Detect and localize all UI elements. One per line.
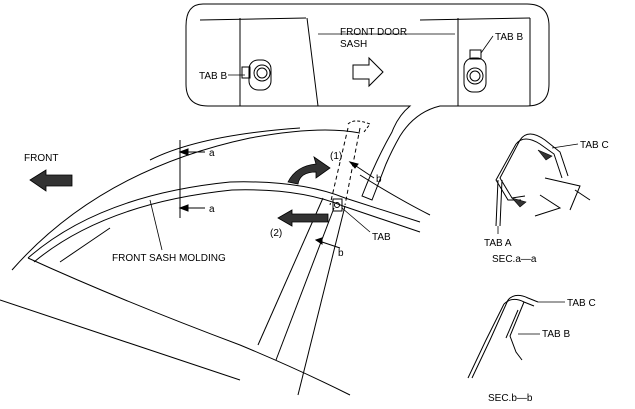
left-sash-edge-2	[306, 17, 319, 107]
body-line-lower	[0, 299, 241, 381]
section-b-markers	[314, 161, 375, 249]
section-a-a-drawing	[495, 133, 591, 227]
tab-clip-right	[463, 49, 487, 93]
section-b-bottom-label: b	[338, 248, 344, 259]
leader-tab	[341, 207, 371, 233]
step-1-label: (1)	[330, 151, 342, 162]
right-sash-top	[419, 17, 531, 21]
rear-window-line	[359, 174, 431, 216]
leader-tab-c-upper	[551, 143, 579, 149]
b-pillar-right	[297, 205, 346, 396]
tab-c-upper-label: TAB C	[580, 140, 609, 151]
front-sash-molding-inner	[33, 189, 421, 263]
b-pillar-left	[257, 197, 324, 346]
left-sash-top	[199, 17, 307, 21]
vehicle-body	[0, 120, 431, 396]
section-b-top-label: b	[376, 174, 382, 185]
sash-top-dashed	[347, 120, 371, 133]
leader-front-sash-molding	[149, 199, 163, 251]
curved-arrow-icon	[287, 156, 331, 185]
arrow-right-outline-icon	[352, 56, 384, 88]
sash-outline-dashed	[329, 127, 361, 206]
front-door-sash-label-line2: SASH	[340, 39, 367, 50]
tab-a-label: TAB A	[484, 238, 512, 249]
tab-clip-left	[241, 59, 272, 91]
arrow-left-filled-icon-2	[277, 209, 329, 227]
section-a-markers	[178, 140, 205, 218]
step-2-label: (2)	[270, 228, 282, 239]
mirror-line	[59, 227, 111, 263]
roof-line-top	[149, 127, 301, 161]
callout-frame	[185, 3, 550, 201]
front-sash-molding-outer	[27, 181, 421, 259]
section-b-b-label: SEC.b—b	[488, 393, 533, 404]
push-arrow-icon-2	[511, 197, 527, 208]
tab-b-left-label: TAB B	[199, 71, 227, 82]
tab-c-lower-label: TAB C	[567, 298, 596, 309]
front-door-sash-label-line1: FRONT DOOR	[340, 27, 407, 38]
tab-label: TAB	[372, 232, 391, 243]
section-a-a-label: SEC.a—a	[492, 254, 537, 265]
section-a-bottom-label: a	[209, 204, 215, 215]
front-sash-molding-label: FRONT SASH MOLDING	[112, 253, 226, 264]
molding-tab	[332, 198, 343, 212]
b-pillar-inner	[275, 207, 335, 361]
roof-line	[11, 129, 361, 271]
leader-tab-b-right	[480, 35, 494, 54]
section-a-top-label: a	[209, 148, 215, 159]
detail-callout	[185, 3, 550, 201]
section-b-b-drawing	[467, 294, 539, 379]
arrow-left-filled-icon	[29, 169, 73, 192]
front-label: FRONT	[24, 153, 58, 164]
push-arrow-icon	[537, 149, 553, 161]
belt-line	[27, 257, 351, 396]
tab-b-right-label: TAB B	[495, 32, 523, 43]
tab-b-lower-label: TAB B	[542, 329, 570, 340]
